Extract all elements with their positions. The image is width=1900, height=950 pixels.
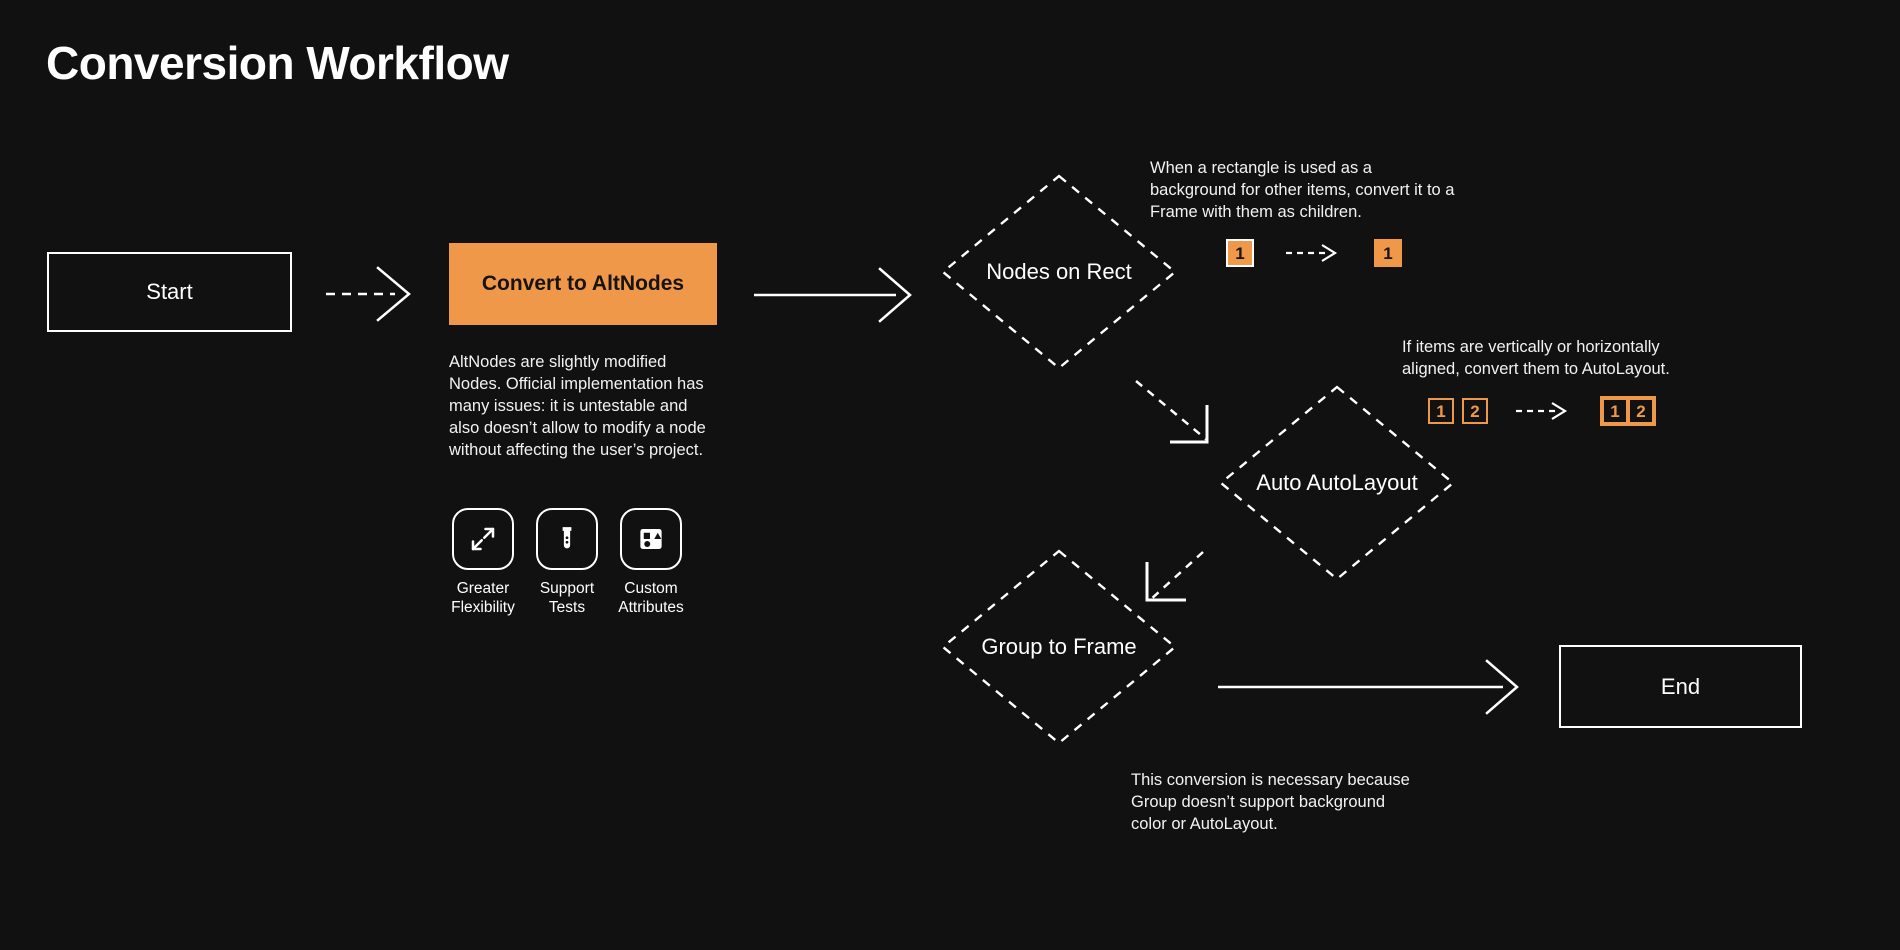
feature-support-tests: Support Tests (535, 508, 599, 617)
node-end[interactable]: End (1559, 645, 1802, 728)
annotation-badge-before-1: 1 (1226, 239, 1254, 267)
feature-support-tests-label: Support Tests (539, 580, 595, 617)
node-auto-autolayout[interactable]: Auto AutoLayout (1218, 384, 1456, 582)
dashed-arrow-icon (1286, 244, 1344, 262)
diamond-shape (941, 174, 1177, 370)
connector-nodes-on-rect-to-auto-autolayout (1135, 380, 1209, 444)
test-tube-icon (536, 508, 598, 570)
node-auto-autolayout-label: Auto AutoLayout (1256, 470, 1418, 495)
node-nodes-on-rect[interactable]: Nodes on Rect (940, 173, 1178, 371)
node-group-to-frame-label: Group to Frame (981, 634, 1137, 659)
node-end-label: End (1660, 673, 1701, 699)
annotation-badge-after-1: 1 (1374, 239, 1402, 267)
node-start-label: Start (146, 279, 193, 304)
node-start[interactable]: Start (47, 252, 292, 332)
connector-convert-to-nodes-on-rect (754, 267, 912, 323)
connector-group-to-frame-to-end (1218, 659, 1519, 715)
dashed-arrow-icon (1516, 402, 1574, 420)
annotation-badge-before-1: 1 (1428, 398, 1454, 424)
convert-description: AltNodes are slightly modified Nodes. Of… (449, 353, 706, 459)
feature-custom-attributes-label: Custom Attributes (618, 580, 684, 617)
custom-shapes-icon (620, 508, 682, 570)
annotation-auto-autolayout: 1 2 1 2 (1428, 396, 1656, 426)
note-nodes-on-rect: When a rectangle is used as a background… (1150, 159, 1455, 221)
annotation-badge-before-2: 2 (1462, 398, 1488, 424)
note-auto-autolayout: If items are vertically or horizontally … (1402, 338, 1670, 378)
annotation-badge-group-frame: 1 2 (1600, 396, 1656, 426)
feature-list: Greater Flexibility Support Tests (451, 508, 684, 617)
feature-custom-attributes: Custom Attributes (618, 508, 684, 617)
feature-greater-flexibility-label: Greater Flexibility (451, 580, 515, 617)
node-nodes-on-rect-label: Nodes on Rect (986, 259, 1132, 284)
diamond-shape (1219, 385, 1455, 581)
note-group-to-frame: This conversion is necessary because Gro… (1131, 771, 1410, 833)
expand-arrows-icon (452, 508, 514, 570)
annotation-badge-after-1: 1 (1602, 398, 1628, 424)
connector-start-to-convert (326, 266, 411, 322)
diamond-shape (941, 549, 1177, 745)
annotation-badge-after-2: 2 (1628, 398, 1654, 424)
node-convert-to-altnodes[interactable]: Convert to AltNodes (449, 243, 717, 325)
page-title: Conversion Workflow (46, 37, 509, 89)
feature-greater-flexibility: Greater Flexibility (451, 508, 515, 617)
node-convert-label: Convert to AltNodes (481, 272, 685, 295)
annotation-nodes-on-rect: 1 1 (1226, 239, 1402, 267)
node-group-to-frame[interactable]: Group to Frame (940, 548, 1178, 746)
